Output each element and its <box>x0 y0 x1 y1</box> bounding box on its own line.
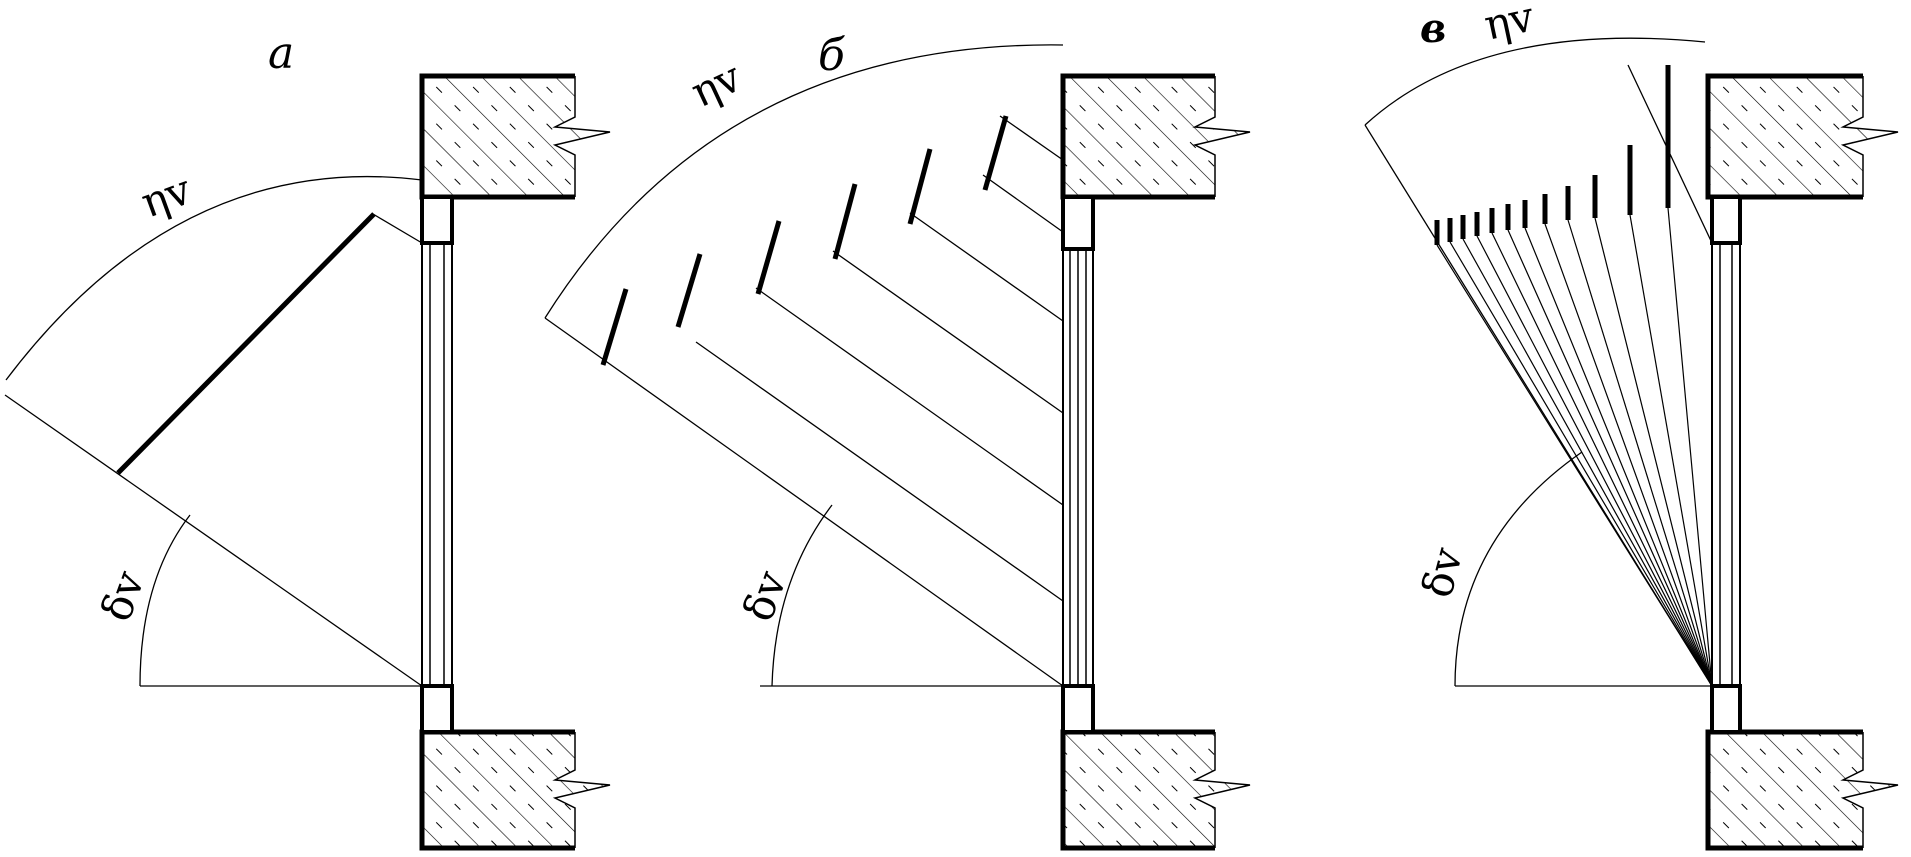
rays-b <box>544 115 1064 687</box>
rays-a <box>4 213 423 687</box>
diagram-v: в ηv δv <box>1364 0 1899 851</box>
rays-v <box>1364 64 1713 687</box>
eta-label-a: ηv <box>135 165 198 228</box>
eta-label-v: ηv <box>1480 0 1538 50</box>
delta-arc-v <box>1454 451 1583 687</box>
louvers-v <box>1434 65 1671 245</box>
diagram-b: б ηv δv <box>544 30 1251 851</box>
eta-arc-b <box>544 44 1064 319</box>
delta-arc-a <box>139 514 191 687</box>
delta-label-b: δv <box>733 564 796 627</box>
louver-a <box>116 212 376 475</box>
louvers-b <box>600 115 1009 366</box>
delta-label-v: δv <box>1412 542 1472 602</box>
diagram-a: а ηv δv <box>4 28 611 851</box>
panel-label-a: а <box>268 28 294 79</box>
window-v <box>1710 195 1742 734</box>
delta-arc-b <box>771 504 833 687</box>
eta-arc-a <box>5 175 423 381</box>
panel-label-v: в <box>1420 5 1446 52</box>
delta-label-a: δv <box>91 564 154 627</box>
upper-wall-b <box>1060 73 1251 200</box>
eta-arc-v <box>1364 37 1706 126</box>
panel-label-b: б <box>818 30 845 81</box>
upper-wall-v <box>1705 73 1899 200</box>
lower-wall-v <box>1705 729 1899 851</box>
window-a <box>420 195 454 734</box>
window-b <box>1061 195 1095 734</box>
eta-label-b: ηv <box>684 52 749 117</box>
upper-wall-a <box>419 73 611 200</box>
lower-wall-b <box>1060 729 1251 851</box>
lower-wall-a <box>419 729 611 851</box>
